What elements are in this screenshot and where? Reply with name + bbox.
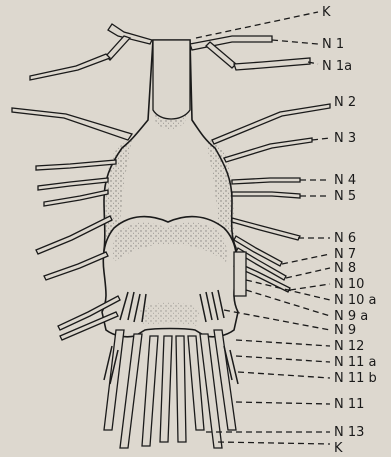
label-n9a: N 9 a xyxy=(334,309,368,324)
nerve-n8-left xyxy=(44,252,108,280)
label-n1a: N 1a xyxy=(322,59,352,74)
label-n8: N 8 xyxy=(334,261,356,276)
nerve-fan-2 xyxy=(120,334,142,448)
nerve-n4-left xyxy=(38,178,108,190)
nerve-fan-1 xyxy=(104,330,124,430)
label-n10: N 10 xyxy=(334,277,364,292)
lower-ganglion-stipple-bottom xyxy=(140,303,200,327)
label-n5: N 5 xyxy=(334,189,356,204)
nerve-n1a-right xyxy=(234,58,310,70)
leader-n11a xyxy=(236,356,330,362)
label-n4: N 4 xyxy=(334,173,356,188)
leader-n8 xyxy=(286,268,330,278)
leader-n1 xyxy=(272,40,318,44)
central-connective xyxy=(153,40,190,119)
leader-k-top xyxy=(196,12,318,38)
label-n11b: N 11 b xyxy=(334,371,377,386)
leader-k-bottom xyxy=(218,442,330,444)
nerve-fan-4 xyxy=(160,336,172,442)
leader-n11b xyxy=(238,372,330,378)
nerve-n5-left xyxy=(44,190,108,206)
nerve-fan-3 xyxy=(142,336,158,446)
leader-n12 xyxy=(236,340,330,346)
label-k-bottom: K xyxy=(334,441,343,456)
nerve-n3-right xyxy=(224,138,312,162)
nerve-n1a-left xyxy=(30,54,110,80)
nerve-n1-left-branch xyxy=(106,36,130,60)
label-n11: N 11 xyxy=(334,397,364,412)
nerve-fan-5 xyxy=(176,336,186,442)
label-n11a: N 11 a xyxy=(334,355,377,370)
label-k-top: K xyxy=(322,5,331,20)
leader-n10 xyxy=(290,284,330,290)
label-n7: N 7 xyxy=(334,247,356,262)
leader-n3 xyxy=(312,138,330,140)
label-n12: N 12 xyxy=(334,339,364,354)
nerve-n6-left xyxy=(36,216,112,254)
nerve-n3-left xyxy=(36,160,116,170)
nerve-n1-right-branch xyxy=(206,42,236,68)
nerve-n6-right xyxy=(232,218,300,240)
label-n9: N 9 xyxy=(334,323,356,338)
right-connective xyxy=(234,252,246,296)
label-n3: N 3 xyxy=(334,131,356,146)
label-n2: N 2 xyxy=(334,95,356,110)
leader-n10a xyxy=(246,280,330,300)
nerve-n1-right xyxy=(190,36,272,50)
label-n13: N 13 xyxy=(334,425,364,440)
leader-n9a xyxy=(246,290,330,316)
leader-n7 xyxy=(282,254,330,264)
label-n1: N 1 xyxy=(322,37,344,52)
leader-n11 xyxy=(236,402,330,404)
nerve-n2-left xyxy=(12,108,132,140)
nerve-n1-left xyxy=(108,24,152,44)
nerve-n5-right xyxy=(232,192,300,198)
nerve-n4-right xyxy=(232,178,300,184)
label-n6: N 6 xyxy=(334,231,356,246)
label-n10a: N 10 a xyxy=(334,293,377,308)
leader-n9 xyxy=(224,310,330,330)
